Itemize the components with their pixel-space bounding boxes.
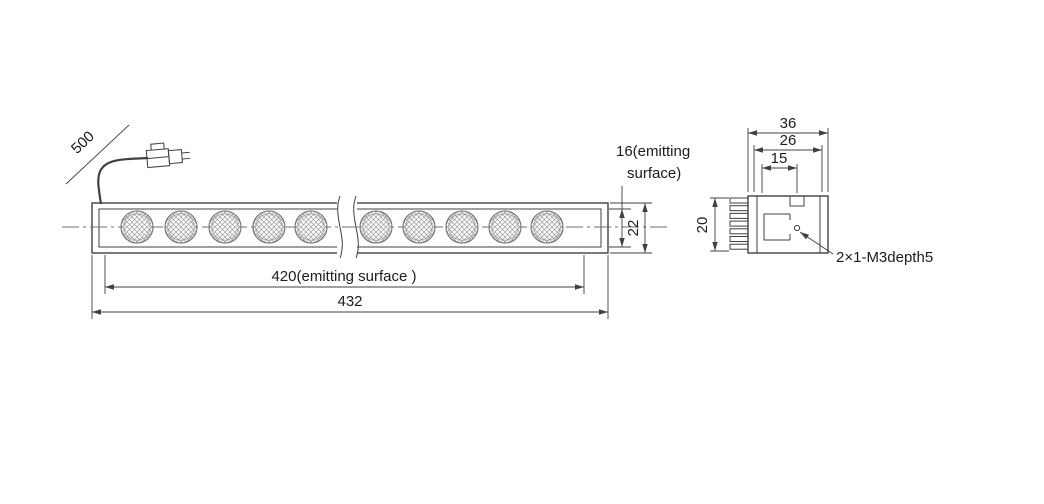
- led-circle: [402, 210, 436, 244]
- hole-note: 2×1-M3depth5: [799, 231, 933, 266]
- end-view: 36 26 15 20: [694, 115, 933, 266]
- dim-end-height: 20: [694, 197, 729, 252]
- fin: [729, 228, 749, 235]
- dim-arrow: [748, 130, 757, 136]
- hole-note-label: 2×1-M3depth5: [836, 249, 933, 266]
- connector-seam: [146, 156, 169, 160]
- connector-latch: [150, 142, 165, 151]
- dim-bar-height: 22: [610, 202, 652, 254]
- led-circle: [488, 210, 522, 244]
- hole-offset-label: 15: [771, 150, 788, 167]
- dim-emitting-width: 420(emitting surface ): [104, 255, 585, 294]
- dim-arrow: [788, 165, 797, 171]
- end-inner-width-label: 26: [780, 132, 797, 149]
- heatsink-fins: [729, 197, 749, 250]
- total-length-label: 432: [337, 293, 362, 310]
- dim-arrow: [712, 198, 718, 207]
- led-circle: [530, 210, 564, 244]
- end-body: [747, 195, 829, 254]
- leader-arrow: [800, 232, 810, 240]
- dim-arrow: [813, 147, 822, 153]
- dim-hole-offset: 15: [761, 150, 798, 193]
- dim-arrow: [599, 309, 608, 315]
- led-circle: [252, 210, 286, 244]
- led-circle: [208, 210, 242, 244]
- led-circle: [120, 210, 154, 244]
- fin: [729, 236, 749, 242]
- led-circle: [445, 210, 479, 244]
- fin: [729, 220, 749, 227]
- break-curve-left: [337, 195, 343, 259]
- end-height-label: 20: [694, 217, 711, 234]
- connector-pin: [182, 157, 191, 160]
- connector-pin: [181, 151, 190, 154]
- dim-arrow: [575, 284, 584, 290]
- front-view: 500 420(emitting surface ) 432: [62, 124, 690, 319]
- leader-line: [65, 124, 130, 185]
- cable-length-label: 500: [68, 128, 98, 158]
- bar-height-label: 22: [625, 220, 642, 237]
- fin: [729, 205, 749, 212]
- cable-connector: [145, 142, 191, 169]
- emitting-height-label-line2: surface): [627, 165, 681, 182]
- dim-arrow: [105, 284, 114, 290]
- dim-total-length: 432: [91, 255, 609, 319]
- mounting-hole: [793, 224, 801, 232]
- dim-arrow: [819, 130, 828, 136]
- channel: [763, 213, 790, 241]
- dim-end-width: 36: [747, 115, 829, 192]
- top-slot: [789, 196, 805, 207]
- dim-end-inner-width: 26: [753, 132, 823, 192]
- fin: [729, 197, 749, 204]
- end-width-label: 36: [780, 115, 797, 132]
- fin: [729, 243, 749, 250]
- dim-arrow: [762, 165, 771, 171]
- break-lines: [337, 195, 359, 259]
- connector-mate: [167, 149, 183, 165]
- dim-arrow: [619, 238, 625, 247]
- dim-arrow: [712, 242, 718, 251]
- led-circle: [359, 210, 393, 244]
- cable: [97, 156, 149, 205]
- dim-arrow: [642, 244, 648, 253]
- emitting-width-label: 420(emitting surface ): [271, 268, 416, 285]
- dim-cable-length: 500: [65, 124, 130, 185]
- dim-arrow: [642, 203, 648, 212]
- dim-arrow: [754, 147, 763, 153]
- dim-arrow: [92, 309, 101, 315]
- dim-arrow: [619, 209, 625, 218]
- led-circle: [294, 210, 328, 244]
- led-circle: [164, 210, 198, 244]
- dim-emitting-height: 16(emitting surface): [609, 143, 690, 248]
- fin: [729, 212, 749, 219]
- emitting-height-label-line1: 16(emitting: [616, 143, 690, 160]
